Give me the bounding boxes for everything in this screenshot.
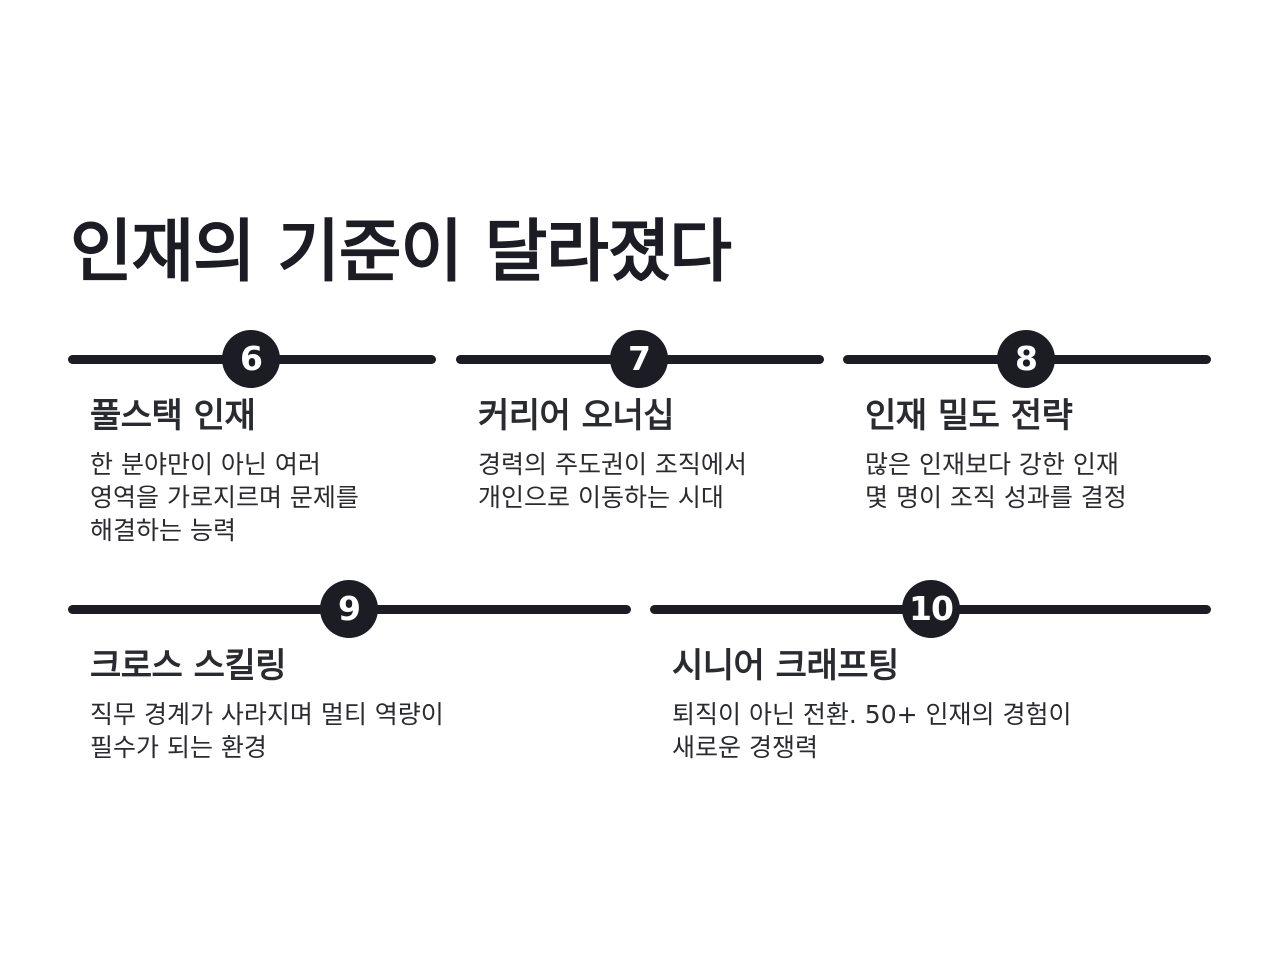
description-line: 퇴직이 아닌 전환. 50+ 인재의 경험이 <box>672 700 1072 729</box>
description-line: 경력의 주도권이 조직에서 <box>478 450 747 479</box>
description-line: 몇 명이 조직 성과를 결정 <box>865 483 1127 512</box>
description-line: 직무 경계가 사라지며 멀티 역량이 <box>90 700 444 729</box>
description-line: 개인으로 이동하는 시대 <box>478 483 724 512</box>
card-title: 인재 밀도 전략 <box>865 396 1073 436</box>
card-title: 시니어 크래프팅 <box>672 646 899 686</box>
description-line: 한 분야만이 아닌 여러 <box>90 450 321 479</box>
card-description: 한 분야만이 아닌 여러 영역을 가로지르며 문제를 해결하는 능력 <box>90 448 359 547</box>
card-description: 퇴직이 아닌 전환. 50+ 인재의 경험이 새로운 경쟁력 <box>672 698 1071 764</box>
description-line: 새로운 경쟁력 <box>672 733 818 762</box>
card-title: 크로스 스킬링 <box>90 646 287 686</box>
number-badge: 8 <box>997 330 1055 388</box>
number-badge: 9 <box>320 580 378 638</box>
description-line: 많은 인재보다 강한 인재 <box>865 450 1119 479</box>
card-title: 커리어 오너십 <box>478 396 675 436</box>
number-badge: 10 <box>902 580 960 638</box>
description-line: 해결하는 능력 <box>90 516 236 545</box>
description-line: 필수가 되는 환경 <box>90 733 267 762</box>
card-description: 많은 인재보다 강한 인재 몇 명이 조직 성과를 결정 <box>865 448 1127 514</box>
card-title: 풀스택 인재 <box>90 396 256 436</box>
card-description: 직무 경계가 사라지며 멀티 역량이 필수가 되는 환경 <box>90 698 444 764</box>
description-line: 영역을 가로지르며 문제를 <box>90 483 359 512</box>
number-badge: 7 <box>610 330 668 388</box>
card-description: 경력의 주도권이 조직에서 개인으로 이동하는 시대 <box>478 448 747 514</box>
number-badge: 6 <box>222 330 280 388</box>
page-title: 인재의 기준이 달라졌다 <box>70 213 732 292</box>
